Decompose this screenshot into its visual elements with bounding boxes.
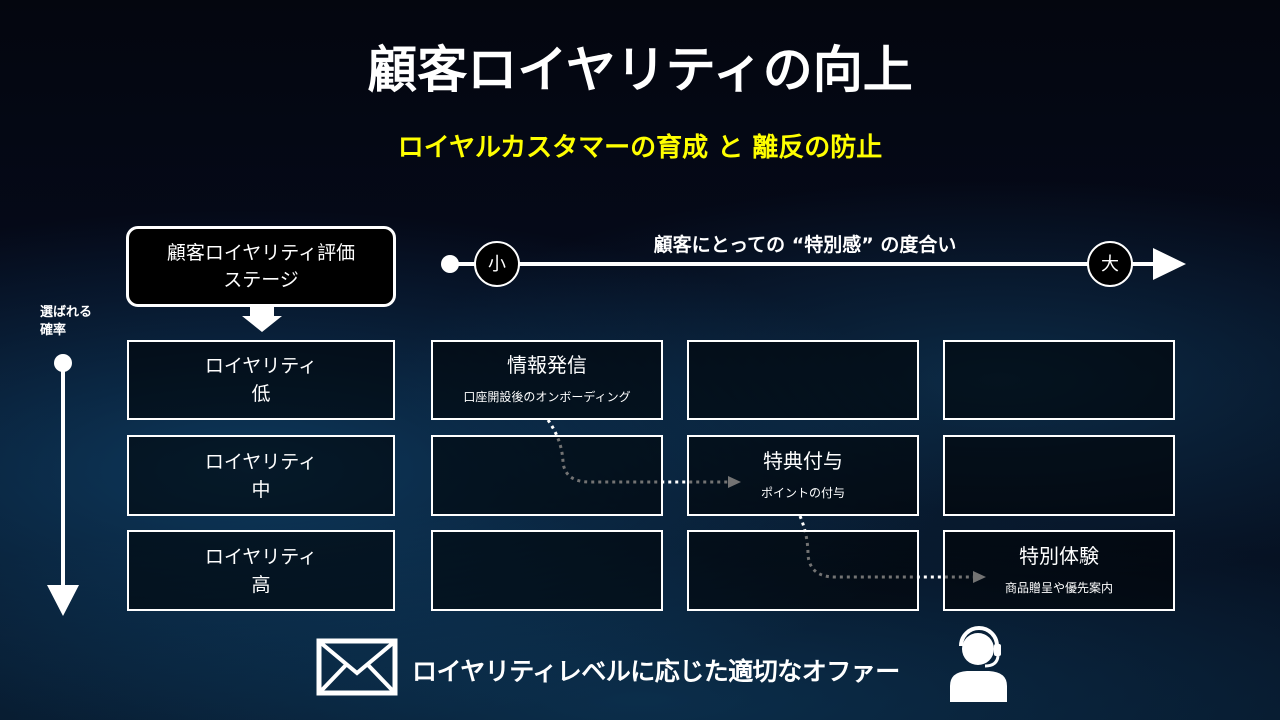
offer-title: 特典付与 — [763, 448, 843, 473]
row-label: ロイヤリティ — [204, 450, 318, 473]
offer-title: 情報発信 — [507, 353, 587, 377]
vertical-axis-line1: 選ばれる — [40, 305, 93, 320]
grid-cell-empty — [431, 530, 663, 611]
vertical-axis-label: 選ばれる 確率 — [40, 304, 92, 340]
slide-subtitle: ロイヤルカスタマーの育成 と 離反の防止 — [397, 133, 883, 163]
offer-subtitle: ポイントの付与 — [760, 485, 845, 500]
bottom-message: ロイヤリティレベルに応じた適切なオファー — [412, 657, 900, 686]
offer-cell-info: 情報発信口座開設後のオンボーディング — [431, 340, 663, 420]
row-label: ロイヤリティ — [204, 545, 318, 568]
row-level: 中 — [251, 478, 271, 501]
grid-cell-empty — [943, 435, 1175, 516]
slide-title: 顧客ロイヤリティの向上 — [367, 41, 913, 99]
axis-min-label: 小 — [488, 254, 506, 275]
vertical-axis-arrowhead — [47, 585, 79, 616]
row-header-low: ロイヤリティ低 — [127, 340, 395, 420]
offer-subtitle: 口座開設後のオンボーディング — [463, 390, 631, 404]
horizontal-axis-arrowhead — [1153, 248, 1186, 280]
row-header-high: ロイヤリティ高 — [127, 530, 395, 611]
vertical-axis-line2: 確率 — [40, 323, 67, 338]
grid-cell-empty — [687, 340, 919, 420]
row-level: 高 — [251, 573, 271, 596]
stage-box: 顧客ロイヤリティ評価 ステージ — [126, 226, 396, 307]
axis-max-label: 大 — [1101, 254, 1119, 275]
operator-headset-icon — [950, 626, 1007, 702]
horizontal-axis-label: 顧客にとっての “特別感” の度合い — [653, 234, 957, 256]
offer-cell-experience: 特別体験商品贈呈や優先案内 — [943, 530, 1175, 611]
offer-title: 特別体験 — [1019, 543, 1099, 568]
grid-cell-empty — [687, 530, 919, 611]
row-header-mid: ロイヤリティ中 — [127, 435, 395, 516]
row-level: 低 — [251, 383, 271, 405]
stage-down-arrow — [242, 306, 282, 332]
envelope-icon — [316, 638, 398, 696]
grid-cell-empty — [431, 435, 663, 516]
diagram-arrows — [47, 242, 1186, 616]
offer-cell-benefit: 特典付与ポイントの付与 — [687, 435, 919, 516]
offer-subtitle: 商品贈呈や優先案内 — [1004, 580, 1113, 595]
row-label: ロイヤリティ — [204, 355, 318, 377]
grid-cell-empty — [943, 340, 1175, 420]
stage-line1: 顧客ロイヤリティ評価 — [166, 241, 356, 264]
stage-line2: ステージ — [223, 268, 299, 291]
path-low-to-mid — [546, 419, 730, 484]
